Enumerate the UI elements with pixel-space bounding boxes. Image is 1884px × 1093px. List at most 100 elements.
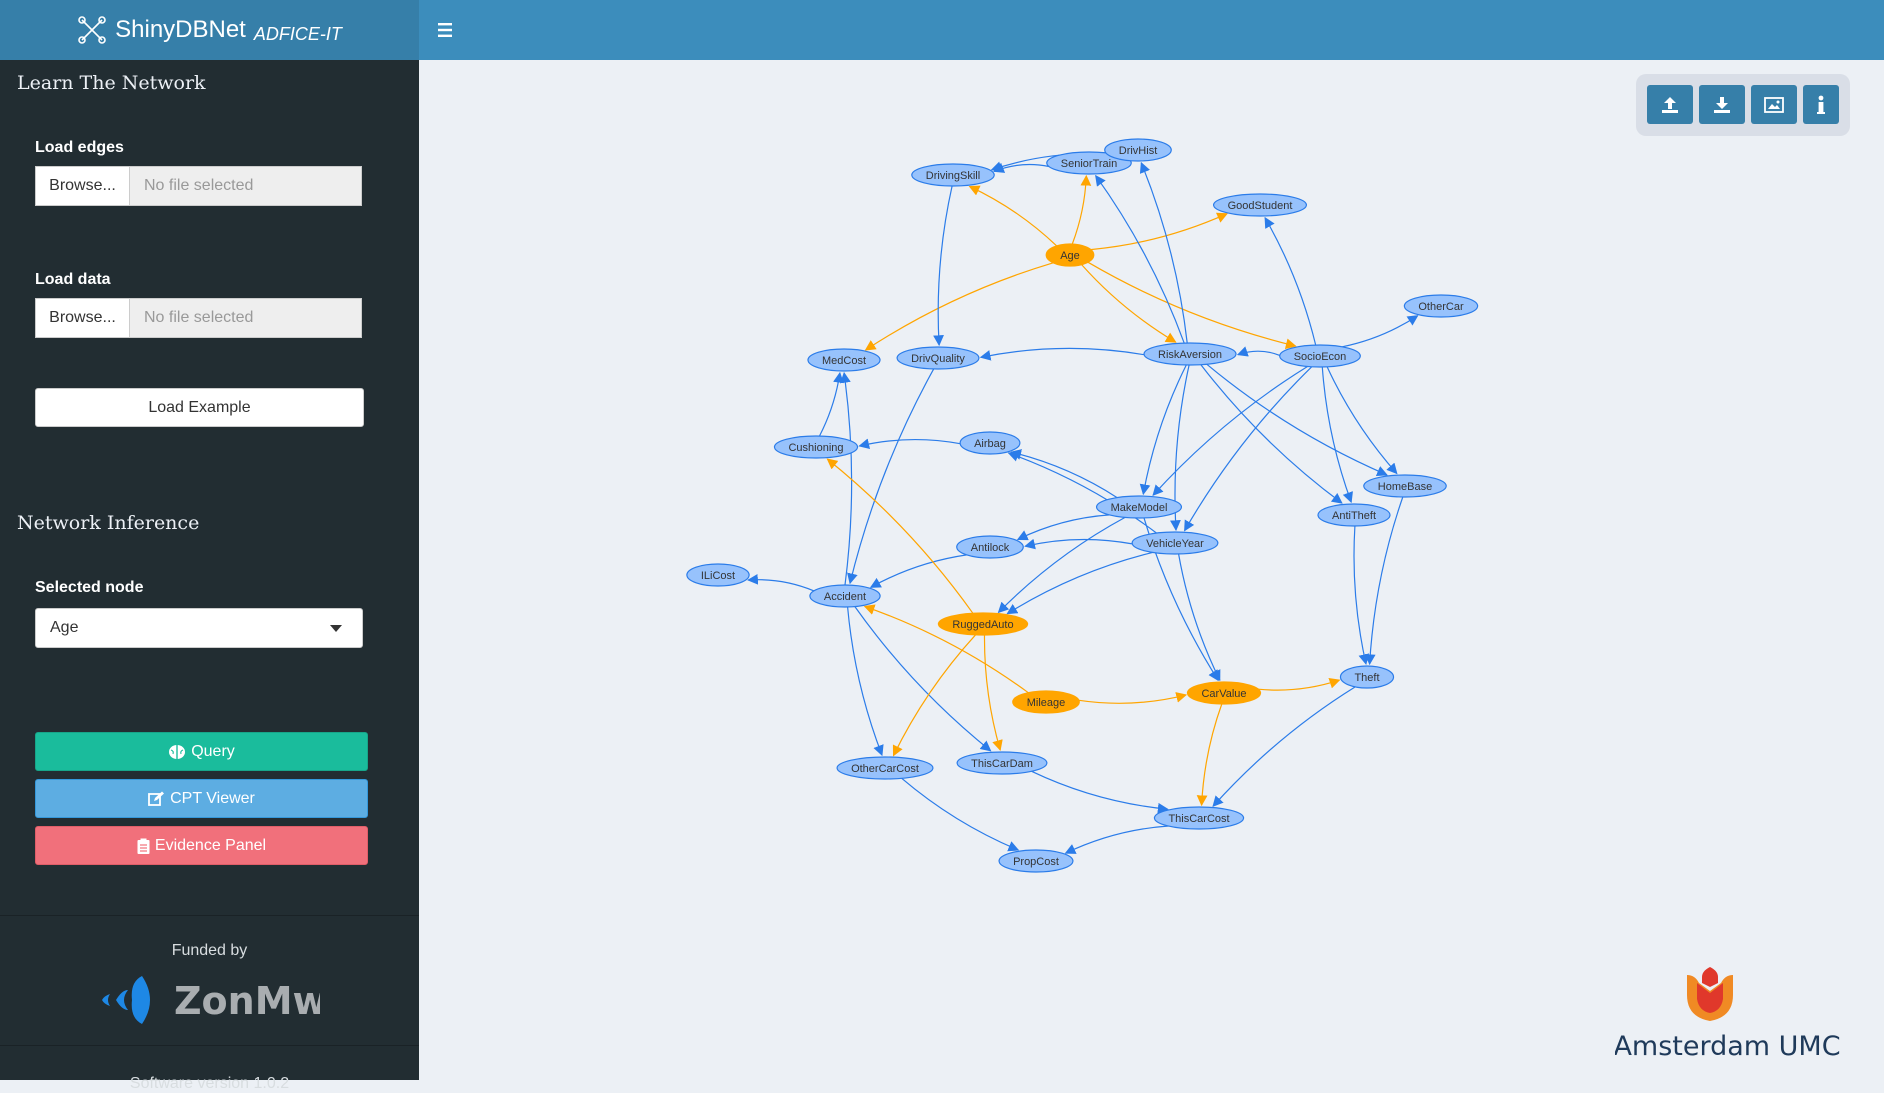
node-shape — [956, 751, 1048, 775]
selected-node-dropdown[interactable]: Age — [35, 608, 363, 648]
query-button[interactable]: Query — [35, 732, 368, 771]
edge-makemodel-to-airbag — [1010, 449, 1118, 499]
network-logo-icon — [78, 16, 106, 44]
node-antitheft[interactable]: AntiTheft — [1317, 503, 1391, 527]
node-seniortrain[interactable]: SeniorTrain — [1046, 151, 1132, 175]
node-carvalue[interactable]: CarValue — [1186, 681, 1262, 705]
load-data-file-name: No file selected — [130, 298, 362, 338]
node-drivingskill[interactable]: DrivingSkill — [911, 163, 995, 187]
node-thiscarcost[interactable]: ThisCarCost — [1153, 806, 1245, 830]
edge-accident-to-ilicost — [747, 573, 815, 592]
node-propcost[interactable]: PropCost — [998, 849, 1074, 873]
edge-socioecon-to-goodstudent — [1264, 216, 1317, 346]
node-shape — [1143, 342, 1237, 366]
load-edges-file-name: No file selected — [130, 166, 362, 206]
node-socioecon[interactable]: SocioEcon — [1279, 344, 1361, 368]
download-button[interactable] — [1699, 85, 1745, 124]
node-label: DrivQuality — [911, 353, 965, 365]
edge-riskaversion-to-drivhist — [1139, 161, 1188, 344]
node-antilock[interactable]: Antilock — [956, 535, 1024, 559]
edge-socioecon-to-riskaversion — [1236, 346, 1281, 357]
node-othercarcost[interactable]: OtherCarCost — [836, 756, 934, 780]
info-button[interactable] — [1803, 85, 1839, 124]
node-shape — [1363, 474, 1447, 498]
sidebar: Learn The Network Load edges Browse... N… — [0, 60, 419, 1092]
sidebar-divider — [0, 915, 419, 916]
node-layer: Age SeniorTrainDrivHistDrivingSkillGoodSt… — [686, 138, 1479, 873]
node-shape — [809, 584, 881, 608]
node-shape — [937, 612, 1029, 636]
upload-button[interactable] — [1647, 85, 1693, 124]
node-age[interactable]: Age — [1045, 243, 1095, 267]
node-medcost[interactable]: MedCost — [807, 348, 881, 372]
node-shape — [1131, 531, 1219, 555]
node-drivhist[interactable]: DrivHist — [1104, 138, 1172, 162]
node-shape — [896, 346, 980, 370]
edge-socioecon-to-vehicleyear — [1184, 366, 1313, 532]
node-goodstudent[interactable]: GoodStudent — [1212, 193, 1308, 217]
node-makemodel[interactable]: MakeModel — [1095, 495, 1183, 519]
selected-node-value: Age — [50, 619, 79, 636]
node-label: DrivingSkill — [926, 170, 980, 182]
download-icon — [1714, 96, 1730, 113]
edge-airbag-to-cushioning — [858, 438, 961, 450]
node-theft[interactable]: Theft — [1339, 665, 1395, 689]
load-edges-browse-button[interactable]: Browse... — [35, 166, 130, 206]
save-image-button[interactable] — [1751, 85, 1797, 124]
edge-socioecon-to-antitheft — [1321, 366, 1353, 504]
node-label: CarValue — [1201, 688, 1246, 700]
node-label: ILiCost — [701, 570, 735, 582]
node-shape — [998, 849, 1074, 873]
node-accident[interactable]: Accident — [809, 584, 881, 608]
hamburger-menu-icon[interactable] — [435, 18, 459, 42]
edge-ruggedauto-to-thiscardam — [983, 634, 1003, 752]
chevron-down-icon — [330, 625, 342, 632]
edge-carvalue-to-theft — [1258, 678, 1341, 691]
edge-drivingskill-to-drivquality — [933, 185, 953, 347]
node-label: OtherCarCost — [851, 763, 919, 775]
sidebar-divider — [0, 1045, 419, 1046]
load-edges-file-input[interactable]: Browse... No file selected — [35, 166, 362, 206]
node-shape — [1403, 294, 1479, 318]
node-mileage[interactable]: Mileage — [1012, 690, 1080, 714]
node-othercar[interactable]: OtherCar — [1403, 294, 1479, 318]
node-riskaversion[interactable]: RiskAversion — [1143, 342, 1237, 366]
network-graph[interactable]: Age SeniorTrainDrivHistDrivingSkillGoodSt… — [419, 60, 1884, 1080]
edge-age-to-socioecon — [1087, 261, 1297, 350]
edge-riskaversion-to-drivquality — [979, 347, 1145, 361]
node-shape — [1153, 806, 1245, 830]
load-data-browse-button[interactable]: Browse... — [35, 298, 130, 338]
funded-by-text: Funded by — [171, 942, 248, 959]
edge-age-to-riskaversion — [1081, 264, 1177, 343]
node-shape — [1046, 151, 1132, 175]
node-ruggedauto[interactable]: RuggedAuto — [937, 612, 1029, 636]
node-ilicost[interactable]: ILiCost — [686, 563, 750, 587]
edge-age-to-medcost — [864, 262, 1054, 351]
edge-socioecon-to-makemodel — [1152, 365, 1308, 497]
node-label: Antilock — [971, 542, 1010, 554]
amsterdam-umc-logo: Amsterdam UMC — [1615, 967, 1840, 1062]
load-example-button[interactable]: Load Example — [35, 388, 364, 427]
node-cushioning[interactable]: Cushioning — [773, 435, 859, 459]
node-thiscardam[interactable]: ThisCarDam — [956, 751, 1048, 775]
edge-ruggedauto-to-othercarcost — [892, 634, 977, 757]
node-label: MakeModel — [1111, 502, 1168, 514]
cpt-viewer-button[interactable]: CPT Viewer — [35, 779, 368, 818]
node-shape — [959, 431, 1021, 455]
node-label: VehicleYear — [1146, 538, 1204, 550]
node-drivquality[interactable]: DrivQuality — [896, 346, 980, 370]
node-vehicleyear[interactable]: VehicleYear — [1131, 531, 1219, 555]
edge-mileage-to-carvalue — [1078, 692, 1188, 704]
node-airbag[interactable]: Airbag — [959, 431, 1021, 455]
edge-vehicleyear-to-antilock — [1024, 538, 1133, 550]
info-icon — [1817, 95, 1825, 114]
load-data-file-input[interactable]: Browse... No file selected — [35, 298, 362, 338]
node-label: SeniorTrain — [1061, 158, 1117, 170]
edge-carvalue-to-thiscarcost — [1196, 703, 1223, 807]
evidence-panel-button[interactable]: Evidence Panel — [35, 826, 368, 865]
edge-vehicleyear-to-airbag — [1007, 451, 1157, 534]
node-homebase[interactable]: HomeBase — [1363, 474, 1447, 498]
edge-accident-to-othercarcost — [847, 606, 884, 757]
node-shape — [1317, 503, 1391, 527]
brain-icon — [169, 744, 186, 759]
